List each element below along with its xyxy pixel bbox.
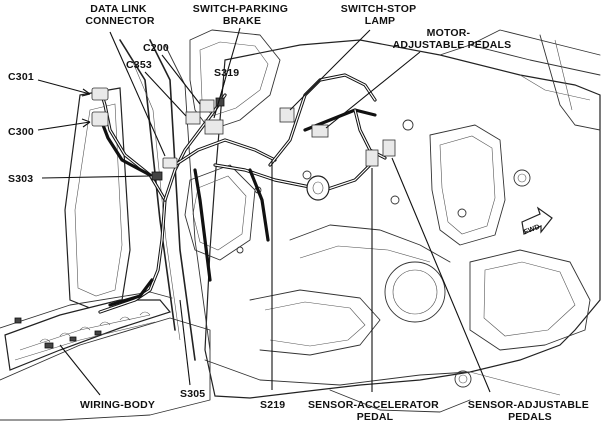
- label-s319: S319: [214, 67, 239, 79]
- panel-hole: [513, 169, 531, 187]
- bolt: [390, 195, 400, 205]
- pedal-bracket-inner: [192, 175, 247, 251]
- floor-line: [204, 359, 471, 386]
- data-link-connector: [162, 157, 178, 169]
- floor-line: [469, 371, 561, 396]
- floor-grommet-inner: [458, 374, 468, 384]
- label-s305: S305: [180, 388, 205, 400]
- pedal-opening-inner: [392, 269, 438, 315]
- c200-connector: [199, 99, 215, 113]
- label-c353: C353: [126, 59, 152, 71]
- door-sill-lower: [0, 317, 211, 421]
- label-switch-parking-brake: SWITCH-PARKING BRAKE: [193, 3, 291, 27]
- parking-brake-switch: [204, 119, 224, 135]
- label-s303: S303: [8, 173, 33, 185]
- label-sensor-adjustable-pedals: SENSOR-ADJUSTABLE PEDALS: [468, 399, 592, 423]
- sill-scallop: [39, 311, 151, 343]
- floor-tunnel-inner: [483, 261, 576, 337]
- panel-rib: [289, 224, 451, 263]
- harness-grommet: [306, 175, 330, 201]
- panel-hole-inner: [517, 173, 527, 183]
- cowl-rib: [554, 39, 573, 111]
- label-motor-adjustable-pedals: MOTOR- ADJUSTABLE PEDALS: [393, 27, 512, 51]
- sill-clip: [14, 317, 22, 324]
- pillar-line: [164, 44, 211, 351]
- bolt: [402, 119, 414, 131]
- c300-connector: [91, 111, 109, 127]
- label-c300: C300: [8, 126, 34, 138]
- harness-grommet-inner: [312, 181, 324, 195]
- sill-clip: [69, 336, 77, 342]
- door-sill: [4, 299, 172, 371]
- a-pillar-inner: [74, 103, 123, 297]
- panel-recess: [429, 124, 506, 246]
- panel-recess-inner: [439, 135, 496, 235]
- s303-splice: [151, 171, 163, 181]
- panel-rib: [249, 289, 381, 356]
- floor-line: [329, 389, 471, 413]
- c301-connector: [91, 87, 109, 101]
- label-sensor-accelerator-pedal: SENSOR-ACCELERATOR PEDAL: [308, 399, 442, 423]
- label-s219: S219: [260, 399, 285, 411]
- label-c301: C301: [8, 71, 34, 83]
- bolt: [457, 208, 467, 218]
- floor-tunnel: [469, 249, 591, 351]
- pillar-line: [119, 39, 176, 331]
- cowl-rib: [539, 34, 601, 131]
- sill-clip: [44, 342, 54, 349]
- floor-grommet: [454, 370, 472, 388]
- leader-lines: [37, 27, 491, 396]
- labels: DATA LINK CONNECTOR SWITCH-PARKING BRAKE…: [8, 3, 592, 423]
- sill-rib: [14, 321, 156, 361]
- bolt: [302, 170, 312, 180]
- adj-sensor-connector: [382, 139, 396, 157]
- door-sill-top: [0, 291, 173, 329]
- connectors: [91, 87, 396, 181]
- cowl-rib: [519, 74, 591, 101]
- label-data-link-connector: DATA LINK CONNECTOR: [85, 3, 154, 27]
- panel-rib: [299, 245, 431, 263]
- vehicle-structure: FWD: [0, 29, 601, 421]
- label-wiring-body: WIRING-BODY: [80, 399, 155, 411]
- panel-rib: [264, 301, 366, 347]
- label-switch-stop-lamp: SWITCH-STOP LAMP: [341, 3, 419, 27]
- cowl-rib: [469, 29, 601, 56]
- cowl-rib: [439, 44, 601, 76]
- motor-connector: [311, 124, 329, 138]
- label-c200: C200: [143, 42, 169, 54]
- pedal-opening: [384, 261, 446, 323]
- accel-sensor-connector: [365, 149, 379, 167]
- sill-clip: [94, 330, 102, 336]
- c353-connector: [185, 111, 201, 125]
- stop-lamp-switch: [279, 107, 295, 123]
- wiring-harness: [98, 73, 387, 314]
